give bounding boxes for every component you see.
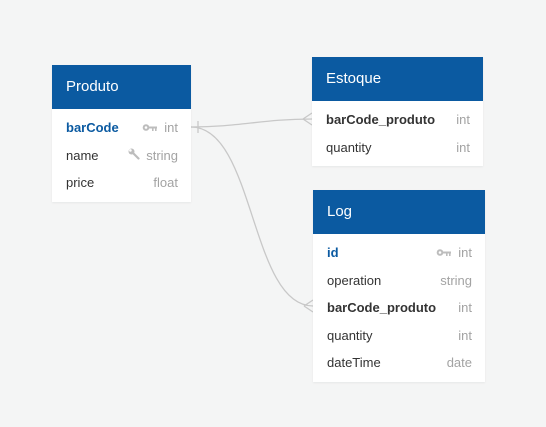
relationship-produto-log (190, 126, 314, 307)
column-row[interactable]: barCode_produto int (312, 106, 483, 134)
column-name: barCode (66, 120, 119, 136)
column-row[interactable]: price float (52, 169, 191, 197)
many-cardinality-mark-log (303, 299, 314, 313)
table-title[interactable]: Produto (52, 65, 191, 109)
column-row[interactable]: dateTime date (313, 349, 485, 377)
column-name: barCode_produto (326, 112, 436, 128)
column-type: int (164, 120, 178, 136)
column-type: int (458, 245, 472, 261)
column-type: int (456, 139, 470, 155)
column-name: id (327, 245, 339, 261)
column-row[interactable]: barCode int (52, 114, 191, 142)
key-icon (142, 120, 158, 135)
column-type: date (446, 355, 472, 371)
column-name: price (66, 175, 95, 191)
table-produto[interactable]: Produto barCode int name string price fl… (52, 65, 191, 202)
column-type: float (153, 175, 178, 191)
many-cardinality-mark-estoque (302, 112, 313, 126)
column-row[interactable]: name string (52, 142, 191, 170)
column-type: int (458, 300, 472, 316)
column-type: string (440, 272, 472, 288)
column-row[interactable]: barCode_produto int (313, 294, 485, 322)
column-row[interactable]: id int (313, 239, 485, 267)
column-type: string (146, 147, 178, 163)
key-icon (436, 245, 452, 260)
table-title[interactable]: Log (313, 190, 485, 234)
column-name: operation (327, 272, 382, 288)
column-name: name (66, 147, 99, 163)
column-row[interactable]: operation string (313, 267, 485, 295)
relationship-produto-estoque (190, 118, 313, 128)
column-name: dateTime (327, 355, 381, 371)
column-name: quantity (326, 139, 372, 155)
table-estoque[interactable]: Estoque barCode_produto int quantity int (312, 57, 483, 166)
column-name: barCode_produto (327, 300, 437, 316)
table-title[interactable]: Estoque (312, 57, 483, 101)
wrench-icon (128, 148, 140, 163)
column-row[interactable]: quantity int (312, 134, 483, 162)
column-row[interactable]: quantity int (313, 322, 485, 350)
column-type: int (458, 327, 472, 343)
table-log[interactable]: Log id int operation string barCode_prod… (313, 190, 485, 382)
column-type: int (456, 112, 470, 128)
column-name: quantity (327, 327, 373, 343)
